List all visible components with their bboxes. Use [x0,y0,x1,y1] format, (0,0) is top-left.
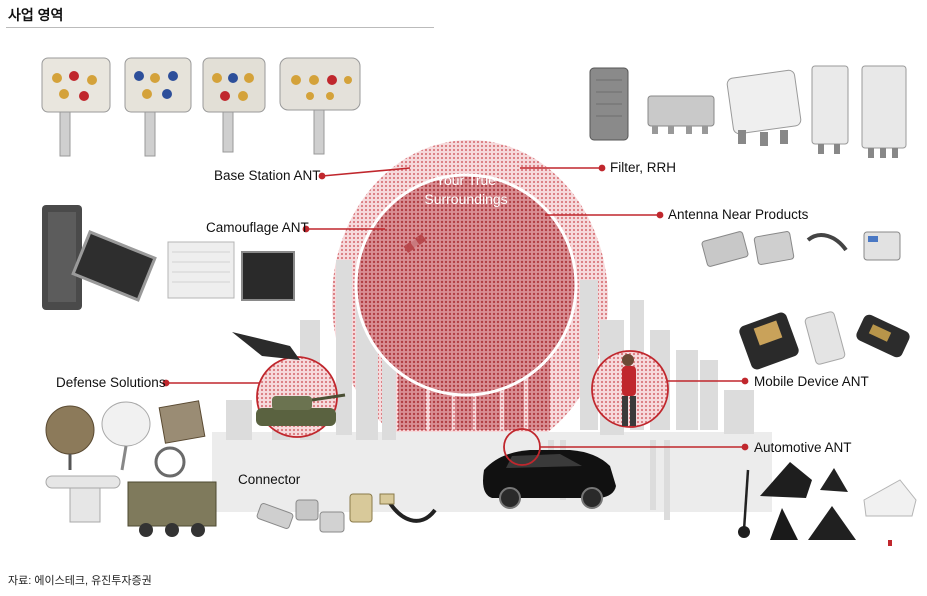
defense-radar-icon [45,400,217,537]
source-note: 자료: 에이스테크, 유진투자증권 [8,575,152,587]
connector-lines [166,167,745,448]
tank-icon [232,332,346,438]
label-antenna-near: Antenna Near Products [668,207,809,222]
core-title-line1: Your True [435,172,497,188]
connector-icon [256,493,437,533]
camouflage-antenna-icon [42,205,295,310]
label-connector: Connector [238,472,301,487]
label-filter-rrh: Filter, RRH [610,160,677,175]
car-icon [483,428,616,509]
person-phone-icon [591,350,669,428]
core-circle [354,173,578,397]
label-defense: Defense Solutions [56,375,166,390]
filter-rrh-icon [589,65,907,158]
page-heading: 사업 영역 [8,7,64,23]
base-station-antenna-icon [41,57,361,157]
heading-divider [6,27,434,28]
satellite-icon [403,233,427,254]
label-mobile-device: Mobile Device ANT [754,374,869,389]
label-automotive: Automotive ANT [754,440,852,455]
connector-dots [162,164,749,451]
label-base-station: Base Station ANT [214,168,321,183]
automotive-antenna-icon [738,462,917,546]
antenna-near-product-icon [701,231,901,267]
label-camouflage: Camouflage ANT [206,220,309,235]
core-title-line2: Surroundings [424,191,508,207]
mobile-device-antenna-icon [739,311,910,370]
